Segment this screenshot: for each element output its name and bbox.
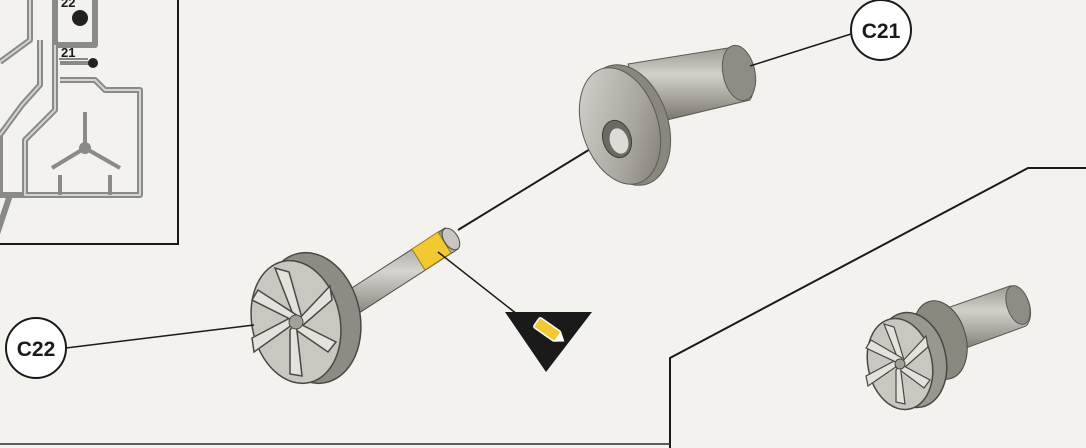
sprue-part-22-dot xyxy=(72,10,88,26)
sprue-inset: 22 21 xyxy=(0,0,178,244)
c22-leader-line xyxy=(66,325,254,348)
paint-marker-triangle xyxy=(505,312,592,372)
sprue-number-21: 21 xyxy=(61,45,75,60)
detail-assembled-part xyxy=(859,283,1035,416)
sprue-inset-frame xyxy=(0,0,178,244)
sprue-number-22: 22 xyxy=(61,0,75,10)
paint-marker-leader xyxy=(438,252,522,318)
sprue-rotor-hub xyxy=(79,142,91,154)
sprue-frame xyxy=(0,0,140,240)
c22-callout-label: C22 xyxy=(17,338,56,361)
part-c22 xyxy=(240,225,463,392)
c21-callout-label: C21 xyxy=(862,20,901,43)
c21-leader-line xyxy=(750,34,851,66)
sprue-part-21-dot xyxy=(88,58,98,68)
part-c21 xyxy=(565,42,760,196)
assembly-arrow-line xyxy=(458,143,600,230)
